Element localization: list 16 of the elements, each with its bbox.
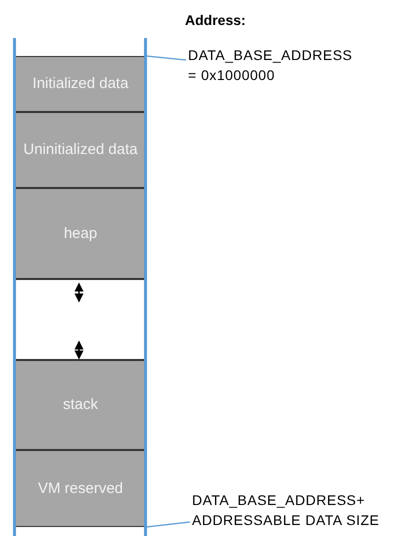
address-label: DATA_BASE_ADDRESS = 0x1000000 [188,45,360,85]
memory-segment [16,112,145,188]
segment-label: stack [62,395,99,415]
leader-line [146,521,190,528]
memory-segment [16,188,145,279]
memory-segment [16,56,145,112]
segment-label: Initialized data [32,74,130,94]
memory-segment [16,450,145,527]
segment-label: Uninitialized data [22,140,139,160]
address-label: DATA_BASE_ADDRESS+ ADDRESSABLE DATA SIZE [192,490,407,530]
segment-label: VM reserved [36,478,124,498]
column-heading: Address: [185,11,246,30]
leader-line [146,55,186,61]
free-space-segment [16,279,145,360]
memory-segment [16,360,145,450]
segment-label: heap [62,224,98,244]
